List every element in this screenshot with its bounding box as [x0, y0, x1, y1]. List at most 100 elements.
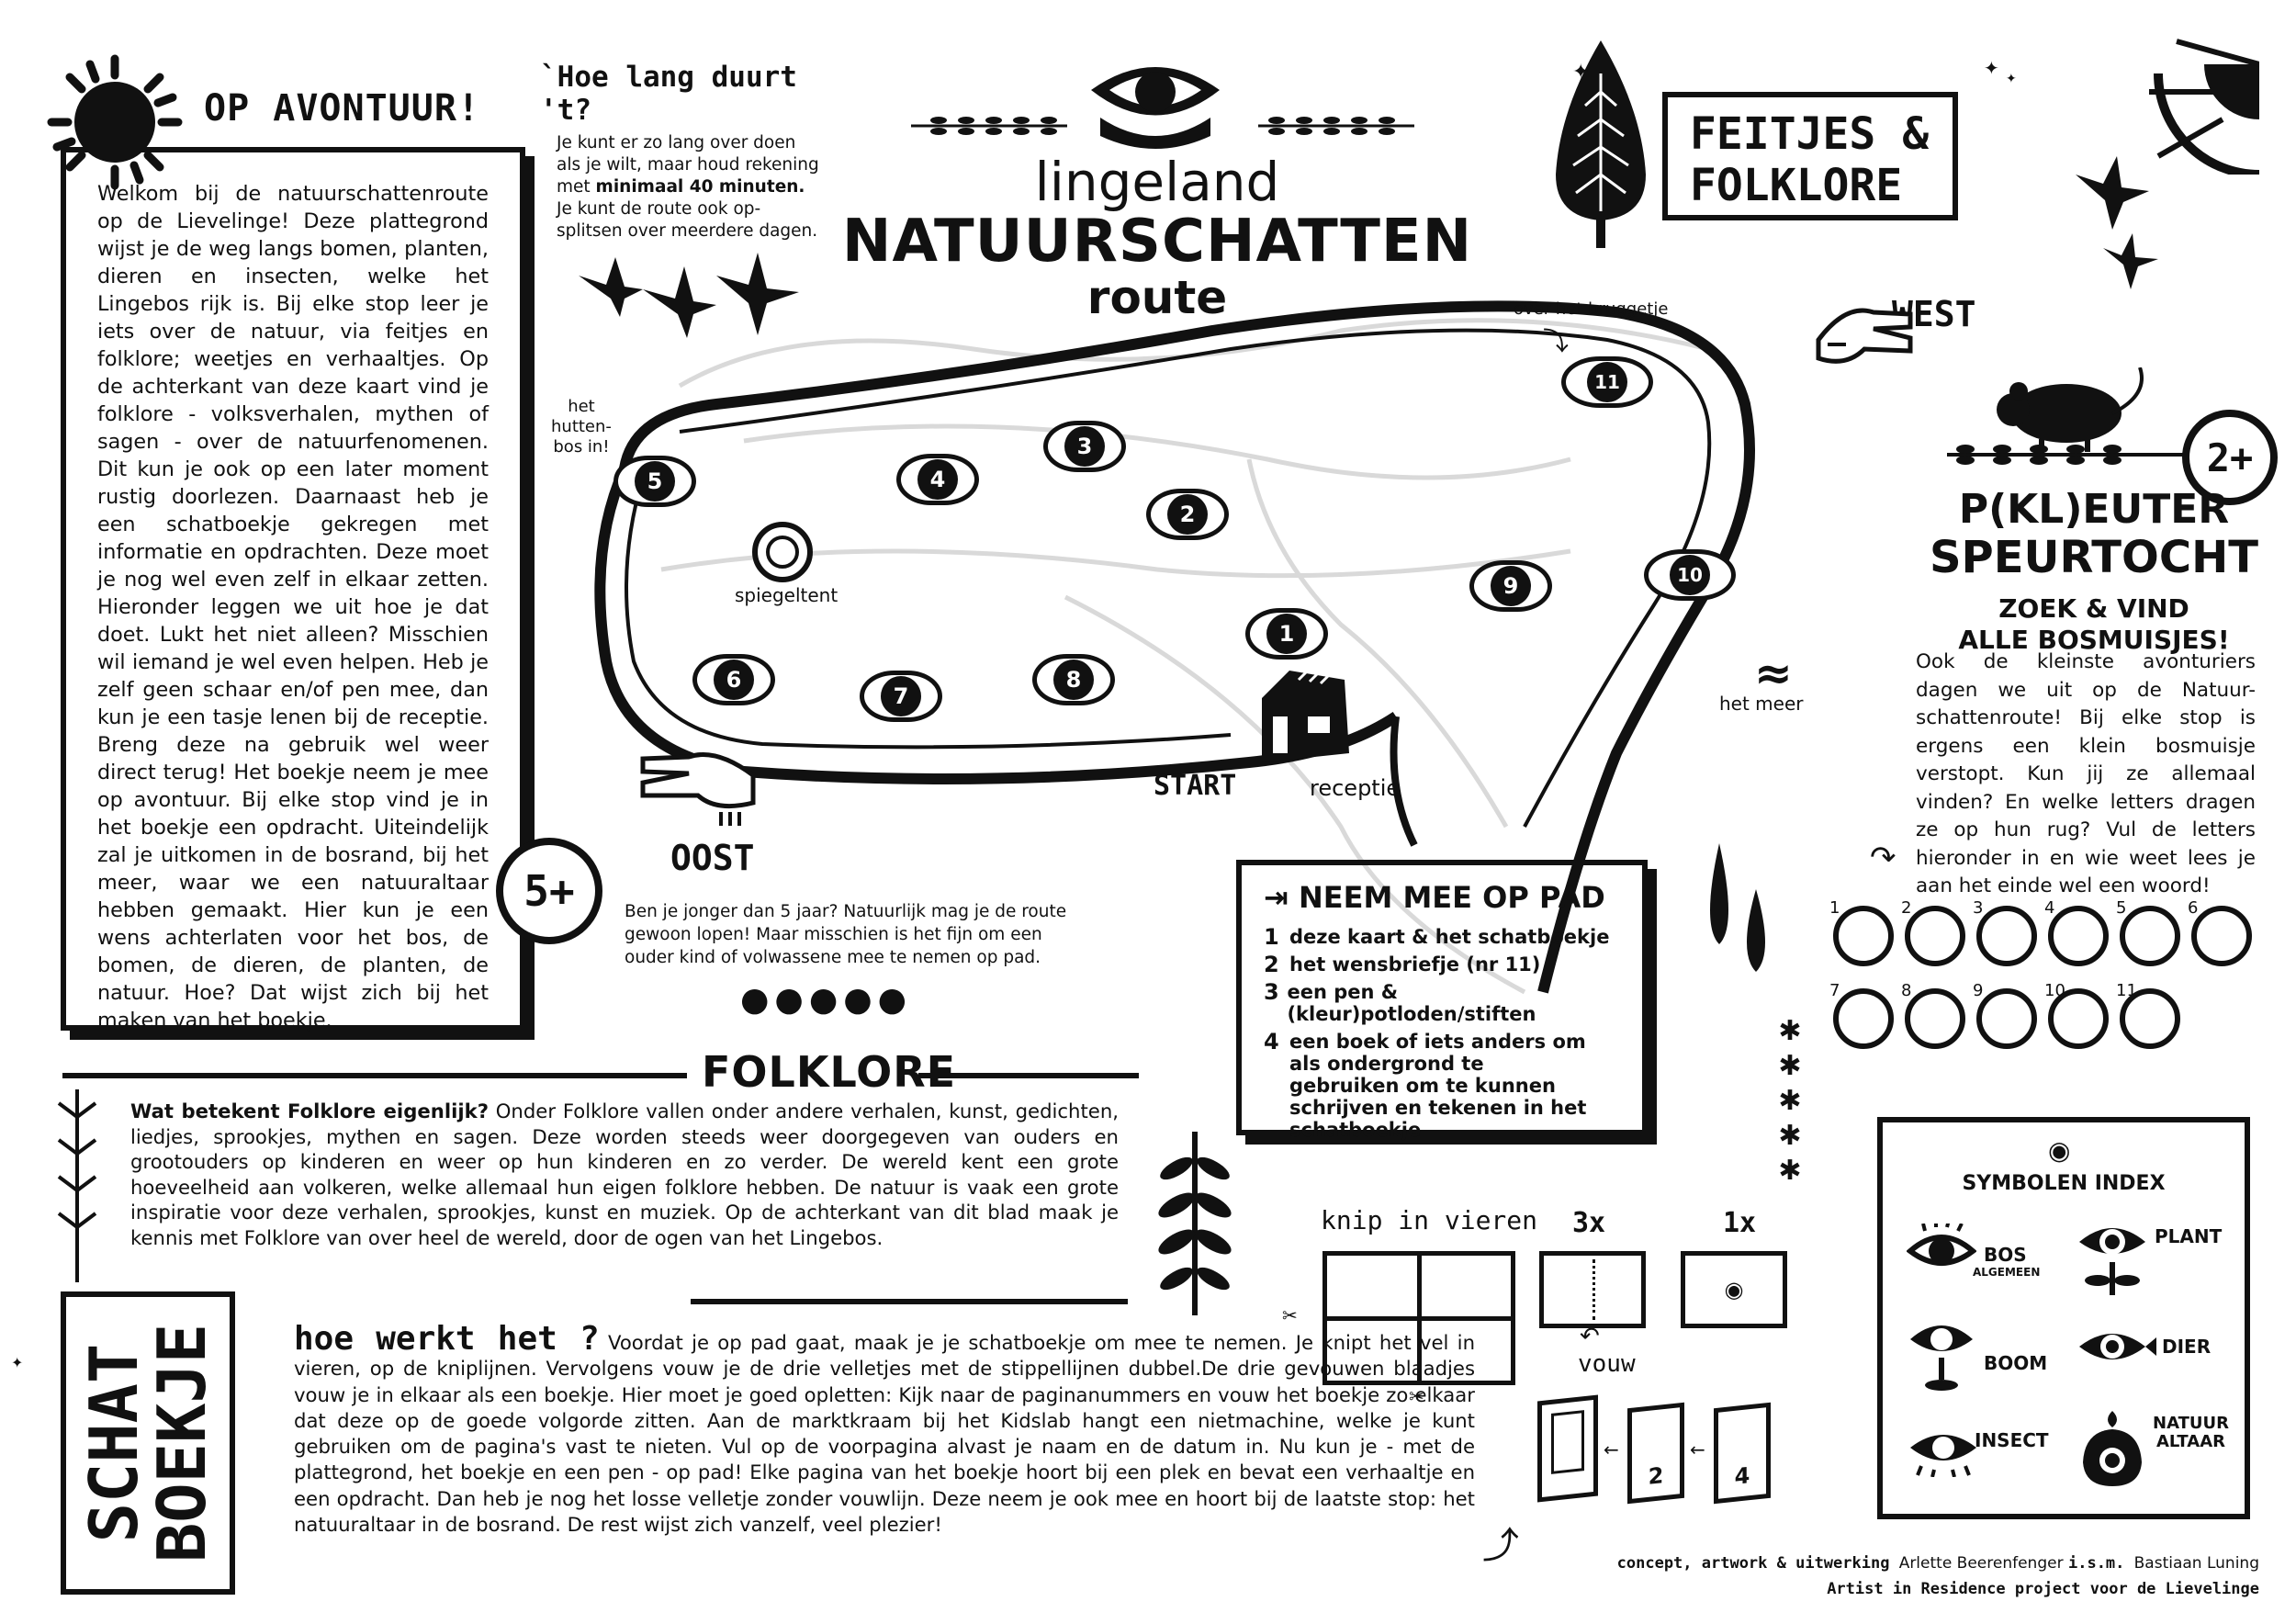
circle-6[interactable]: 6	[2188, 898, 2252, 970]
fern-icon	[1154, 1132, 1236, 1315]
schat-line-2: BOEKJE	[143, 1323, 220, 1563]
dier-eye-icon	[2076, 1321, 2158, 1372]
title-line-2: NATUURSCHATTEN	[841, 208, 1473, 276]
circle-11[interactable]: 11	[2116, 981, 2180, 1053]
circle-7[interactable]: 7	[1829, 981, 1894, 1053]
knip-3x: 3x	[1572, 1207, 1606, 1239]
circle-10[interactable]: 10	[2044, 981, 2109, 1053]
stars-column-icon: ✱✱✱✱✱	[1778, 1015, 1802, 1187]
index-bos: BOS	[1984, 1244, 2027, 1266]
feitjes-line-2: FOLKLORE	[1690, 160, 1903, 211]
bridge-arrow-icon: ⤵	[1543, 326, 1570, 356]
neem-title: NEEM MEE OP PAD	[1298, 880, 1605, 915]
feitjes-line-1: FEITJES &	[1690, 108, 1930, 160]
avontuur-title: OP AVONTUUR!	[204, 87, 480, 130]
title-line-3: route	[1086, 271, 1228, 324]
duur-line-1: Je kunt er zo lang over doen	[557, 133, 796, 152]
folklore-body: Wat betekent Folklore eigenlijk? Onder F…	[130, 1099, 1119, 1250]
peuter-title-1: P(KL)EUTER	[1958, 486, 2230, 533]
knip-vouw: vouw	[1578, 1350, 1636, 1378]
stop-8[interactable]: 8	[1032, 654, 1115, 705]
bridge-label: over het bruggetje	[1514, 299, 1669, 319]
index-algemeen: ALGEMEEN	[1973, 1266, 2041, 1279]
single-sheet: ◉	[1681, 1251, 1787, 1328]
spiegeltent-icon	[750, 520, 815, 584]
stop-11[interactable]: 11	[1561, 356, 1653, 408]
neem-item-4: een boek of iets anders om als ondergron…	[1289, 1031, 1587, 1141]
title-line-1: lingeland	[1034, 151, 1280, 213]
duur-title: `Hoe lang duurt 't?	[540, 61, 797, 127]
age-5-badge: 5+	[496, 838, 602, 944]
schat-box: SCHAT BOEKJE	[61, 1291, 235, 1595]
cut-sheet	[1322, 1251, 1515, 1385]
letter-circles: 1 2 3 4 5 6 7 8 9 10 11	[1829, 898, 2274, 1053]
folklore-rule-left	[62, 1073, 687, 1078]
credits-a: concept, artwork & uitwerking	[1616, 1554, 1899, 1573]
hand-oost-icon	[634, 739, 762, 830]
lake-wave-icon: ≈	[1754, 647, 1793, 700]
birds-right-icon	[2066, 156, 2167, 303]
circle-4[interactable]: 4	[2044, 898, 2109, 970]
circle-9[interactable]: 9	[1973, 981, 2037, 1053]
stop-2[interactable]: 2	[1146, 489, 1229, 540]
tree-icon	[1550, 37, 1651, 248]
stop-3[interactable]: 3	[1043, 421, 1126, 472]
plant-eye-icon	[2076, 1214, 2149, 1297]
water-drop-icon	[1692, 843, 1784, 981]
credits-c: i.s.m.	[2067, 1554, 2134, 1573]
circle-5[interactable]: 5	[2116, 898, 2180, 970]
arrow-left-icon: ←	[1604, 1438, 1619, 1460]
neem-item-2: het wensbriefje (nr 11)	[1289, 953, 1541, 976]
mouse-icon	[1975, 367, 2149, 459]
index-altaar: NATUUR ALTAAR	[2153, 1414, 2229, 1451]
sparkle-icon: ✦	[2006, 72, 2017, 86]
credits: concept, artwork & uitwerking Arlette Be…	[1598, 1551, 2259, 1602]
altaar-icon	[2076, 1407, 2149, 1490]
curved-arrow-icon: ⤴	[1482, 1525, 1519, 1567]
circle-8[interactable]: 8	[1901, 981, 1965, 1053]
stop-6[interactable]: 6	[692, 654, 775, 705]
jonger-text: Ben je jonger dan 5 jaar? Natuurlijk mag…	[625, 902, 1067, 967]
folklore-title: FOLKLORE	[702, 1047, 957, 1097]
stop-1[interactable]: 1	[1245, 608, 1328, 660]
circle-3[interactable]: 3	[1973, 898, 2037, 970]
receptie-label: receptie	[1310, 775, 1401, 801]
stop-4[interactable]: 4	[896, 454, 979, 505]
credits-b: Arlette Beerenfenger	[1898, 1554, 2068, 1573]
index-plant: PLANT	[2155, 1225, 2223, 1247]
booklet-step-1	[1537, 1394, 1598, 1503]
werkt-body: Voordat je op pad gaat, maak je je schat…	[294, 1331, 1475, 1537]
stop-10[interactable]: 10	[1644, 549, 1736, 601]
duur-block: `Hoe lang duurt 't? Je kunt er zo lang o…	[540, 61, 843, 242]
circle-1[interactable]: 1	[1829, 898, 1894, 970]
sparkle-icon: ✦	[1572, 61, 1590, 84]
fold-arrow-icon: ↶	[1580, 1323, 1600, 1350]
avontuur-body: Welkom bij de natuurschattenroute op de …	[97, 182, 489, 1032]
feitjes-box: FEITJES & FOLKLORE	[1662, 92, 1958, 220]
werkt-rule	[691, 1299, 1128, 1304]
main-title: lingeland NATUURSCHATTEN route	[808, 154, 1506, 321]
werkt-block: hoe werkt het ? Voordat je op pad gaat, …	[294, 1323, 1475, 1538]
small-star-icon: ✦	[11, 1354, 24, 1371]
fold-sheet	[1539, 1251, 1646, 1328]
folklore-text: Onder Folklore vallen onder andere verha…	[130, 1100, 1119, 1249]
peuter-sub-2: ALLE BOSMUISJES!	[1958, 625, 2230, 655]
hand-west-icon	[1809, 294, 1919, 377]
neem-item-1: deze kaart & het schatboekje	[1289, 926, 1610, 948]
boom-eye-icon	[1907, 1312, 1976, 1394]
arrow-right-icon: ⇥	[1264, 880, 1289, 915]
stop-7[interactable]: 7	[860, 671, 942, 722]
peuter-title: P(KL)EUTER SPEURTOCHT ZOEK & VIND ALLE B…	[1910, 487, 2278, 656]
stop-5[interactable]: 5	[613, 456, 696, 507]
duur-line-3b: minimaal 40 minuten.	[595, 177, 805, 197]
arrow-left-icon: ←	[1690, 1438, 1705, 1460]
credits-d: Bastiaan Luning	[2133, 1554, 2259, 1573]
duur-line-4: Je kunt de route ook op-	[557, 199, 761, 219]
circle-2[interactable]: 2	[1901, 898, 1965, 970]
stop-9[interactable]: 9	[1469, 560, 1552, 612]
folklore-rule-right	[918, 1073, 1139, 1078]
booklet-step-2: 2	[1627, 1402, 1684, 1505]
index-title: SYMBOLEN INDEX	[1962, 1172, 2166, 1195]
scissors-icon: ✂	[1409, 1385, 1424, 1407]
